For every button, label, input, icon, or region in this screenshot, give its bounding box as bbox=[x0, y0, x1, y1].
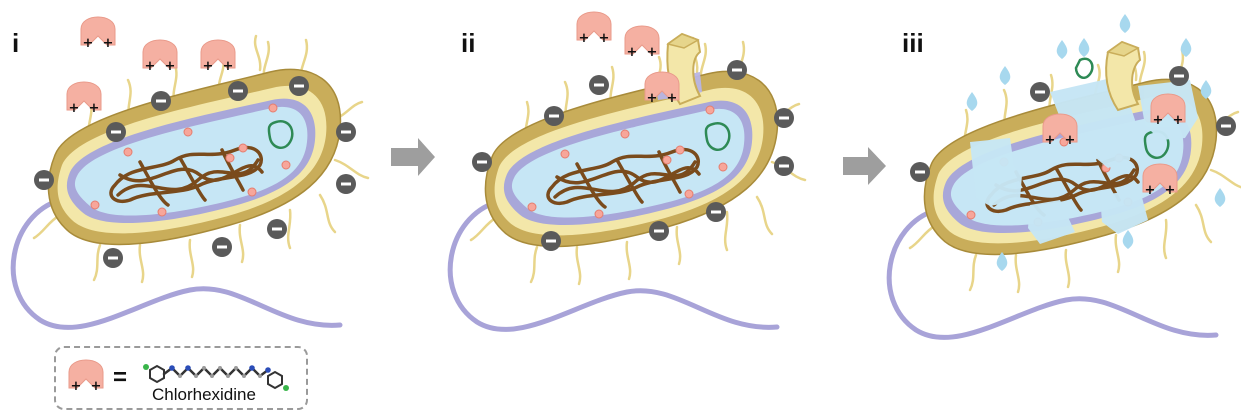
legend-molecule-name: Chlorhexidine bbox=[152, 385, 256, 405]
panel-label-ii: ii bbox=[461, 28, 475, 59]
bacterial-cell-i bbox=[13, 36, 368, 327]
panel-iii-lysis bbox=[889, 14, 1241, 337]
panel-ii-binding bbox=[450, 12, 805, 329]
legend-equals-sign: = bbox=[113, 364, 127, 392]
bacterial-cell-ii bbox=[450, 38, 805, 329]
panel-label-iii: iii bbox=[902, 28, 924, 59]
arrow-right-icon bbox=[391, 138, 435, 176]
arrow-right-icon bbox=[843, 147, 886, 185]
panel-i-intact-cell bbox=[13, 17, 368, 327]
panel-label-i: i bbox=[12, 28, 19, 59]
